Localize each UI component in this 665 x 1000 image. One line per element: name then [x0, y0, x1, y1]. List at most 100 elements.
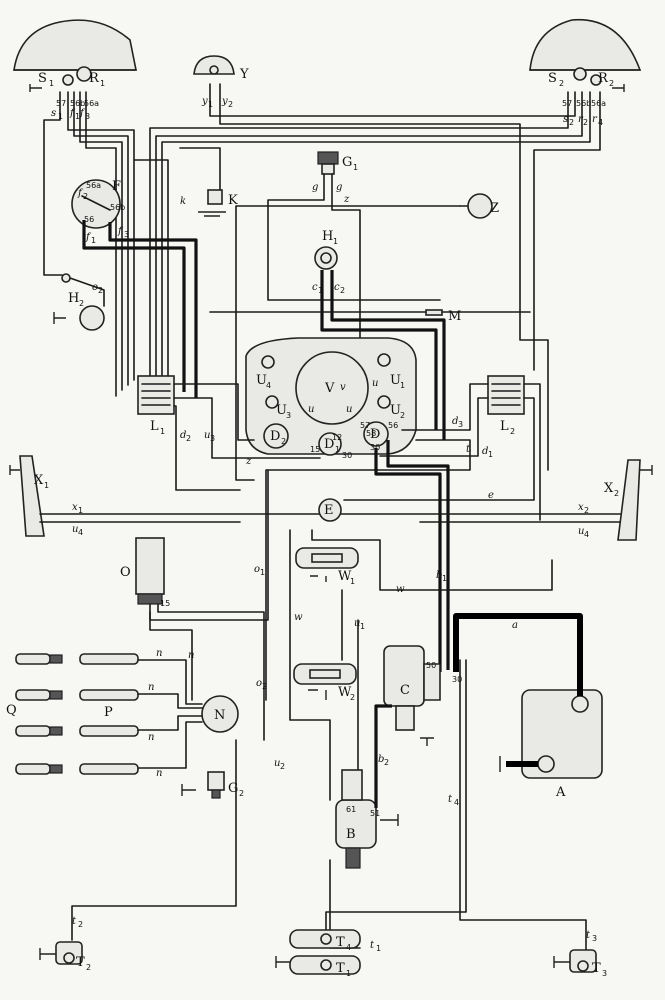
label-G2: G — [228, 781, 238, 796]
svg-text:o: o — [256, 678, 262, 689]
label-E: E — [324, 503, 334, 518]
label-U1: U — [390, 373, 401, 388]
flasher-E: E — [318, 498, 342, 522]
label-V: V — [324, 381, 335, 396]
turn-signal-X1: X 1 — [9, 455, 49, 537]
label-U4: U — [256, 373, 267, 388]
label-T2: T — [76, 955, 85, 970]
svg-text:t: t — [448, 794, 453, 805]
svg-text:1: 1 — [335, 445, 340, 454]
svg-text:3: 3 — [592, 934, 597, 943]
svg-text:f: f — [69, 108, 76, 119]
oil-pressure-switch-G1: G 1 g g — [267, 151, 441, 351]
svg-text:n: n — [188, 650, 194, 661]
lamp-T4: T 4 — [289, 929, 361, 952]
battery-A: A a — [453, 613, 603, 800]
label-Z: Z — [490, 201, 499, 216]
fusebox-L1: L 1 — [137, 375, 175, 436]
svg-text:1: 1 — [260, 568, 265, 577]
svg-text:u: u — [308, 404, 314, 415]
label-S1: S — [38, 71, 47, 86]
label-C: C — [400, 683, 410, 698]
svg-text:2: 2 — [78, 920, 83, 929]
svg-text:56b: 56b — [70, 99, 85, 108]
turn-signal-X2: X 2 — [604, 459, 653, 541]
svg-text:1: 1 — [360, 622, 365, 631]
svg-text:2: 2 — [559, 79, 564, 88]
svg-text:1: 1 — [333, 237, 338, 246]
svg-text:z: z — [245, 456, 252, 467]
svg-text:2: 2 — [281, 437, 286, 446]
svg-text:n: n — [148, 682, 154, 693]
svg-text:d: d — [452, 416, 458, 427]
svg-text:2: 2 — [609, 79, 614, 88]
svg-text:d: d — [180, 430, 186, 441]
svg-text:f: f — [77, 188, 84, 199]
label-F: F — [112, 179, 121, 194]
svg-text:3: 3 — [210, 434, 215, 443]
svg-text:56a: 56a — [591, 99, 606, 108]
svg-text:4: 4 — [454, 798, 459, 807]
horn-Y: Y — [193, 55, 249, 82]
svg-text:u: u — [354, 618, 360, 629]
svg-text:t: t — [466, 444, 471, 455]
svg-text:1: 1 — [100, 79, 105, 88]
svg-text:y: y — [221, 96, 228, 107]
svg-text:58: 58 — [366, 429, 376, 438]
label-X1: X — [34, 473, 44, 488]
label-N: N — [214, 708, 225, 723]
svg-text:4: 4 — [598, 118, 603, 127]
svg-text:3: 3 — [85, 112, 90, 121]
svg-text:1: 1 — [353, 163, 358, 172]
svg-text:3: 3 — [286, 411, 291, 420]
svg-text:1: 1 — [488, 450, 493, 459]
svg-text:1: 1 — [376, 944, 381, 953]
svg-text:56a: 56a — [84, 99, 99, 108]
tail-light-T3: T 3 — [553, 949, 607, 978]
svg-text:f: f — [117, 226, 124, 237]
svg-text:30: 30 — [370, 443, 380, 452]
svg-text:56b: 56b — [110, 203, 125, 212]
tail-light-T2: T 2 — [39, 941, 91, 972]
label-R2: R — [598, 71, 609, 86]
label-L1: L — [150, 419, 159, 434]
svg-text:c: c — [312, 282, 318, 293]
svg-text:1: 1 — [208, 100, 213, 109]
svg-text:2: 2 — [186, 434, 191, 443]
svg-text:f: f — [79, 108, 86, 119]
svg-text:u: u — [346, 404, 352, 415]
svg-text:2: 2 — [384, 758, 389, 767]
svg-text:k: k — [180, 196, 186, 207]
svg-text:z: z — [343, 194, 350, 205]
label-W2: W — [338, 685, 352, 700]
svg-text:u: u — [274, 758, 280, 769]
svg-text:3: 3 — [602, 969, 607, 978]
svg-text:1: 1 — [78, 506, 83, 515]
headlight-left: S 1 R 1 57 56b 56a — [13, 19, 137, 108]
svg-text:w: w — [396, 584, 405, 595]
svg-text:2: 2 — [510, 427, 515, 436]
svg-text:o: o — [254, 564, 260, 575]
svg-text:o: o — [92, 282, 98, 293]
svg-text:15: 15 — [160, 599, 170, 608]
svg-text:n: n — [156, 768, 162, 779]
svg-text:57: 57 — [360, 421, 370, 430]
svg-text:u: u — [578, 526, 584, 537]
distributor-N: N n n n n n — [137, 611, 239, 779]
svg-text:u: u — [204, 430, 210, 441]
spark-plugs-Q: Q — [6, 653, 63, 775]
svg-text:2: 2 — [350, 693, 355, 702]
svg-text:1: 1 — [75, 112, 80, 121]
svg-text:1: 1 — [400, 381, 405, 390]
svg-text:1: 1 — [350, 577, 355, 586]
svg-text:57: 57 — [562, 99, 572, 108]
svg-text:b: b — [436, 570, 442, 581]
svg-text:3: 3 — [124, 230, 129, 239]
svg-text:2: 2 — [614, 489, 619, 498]
label-O: O — [120, 565, 131, 580]
